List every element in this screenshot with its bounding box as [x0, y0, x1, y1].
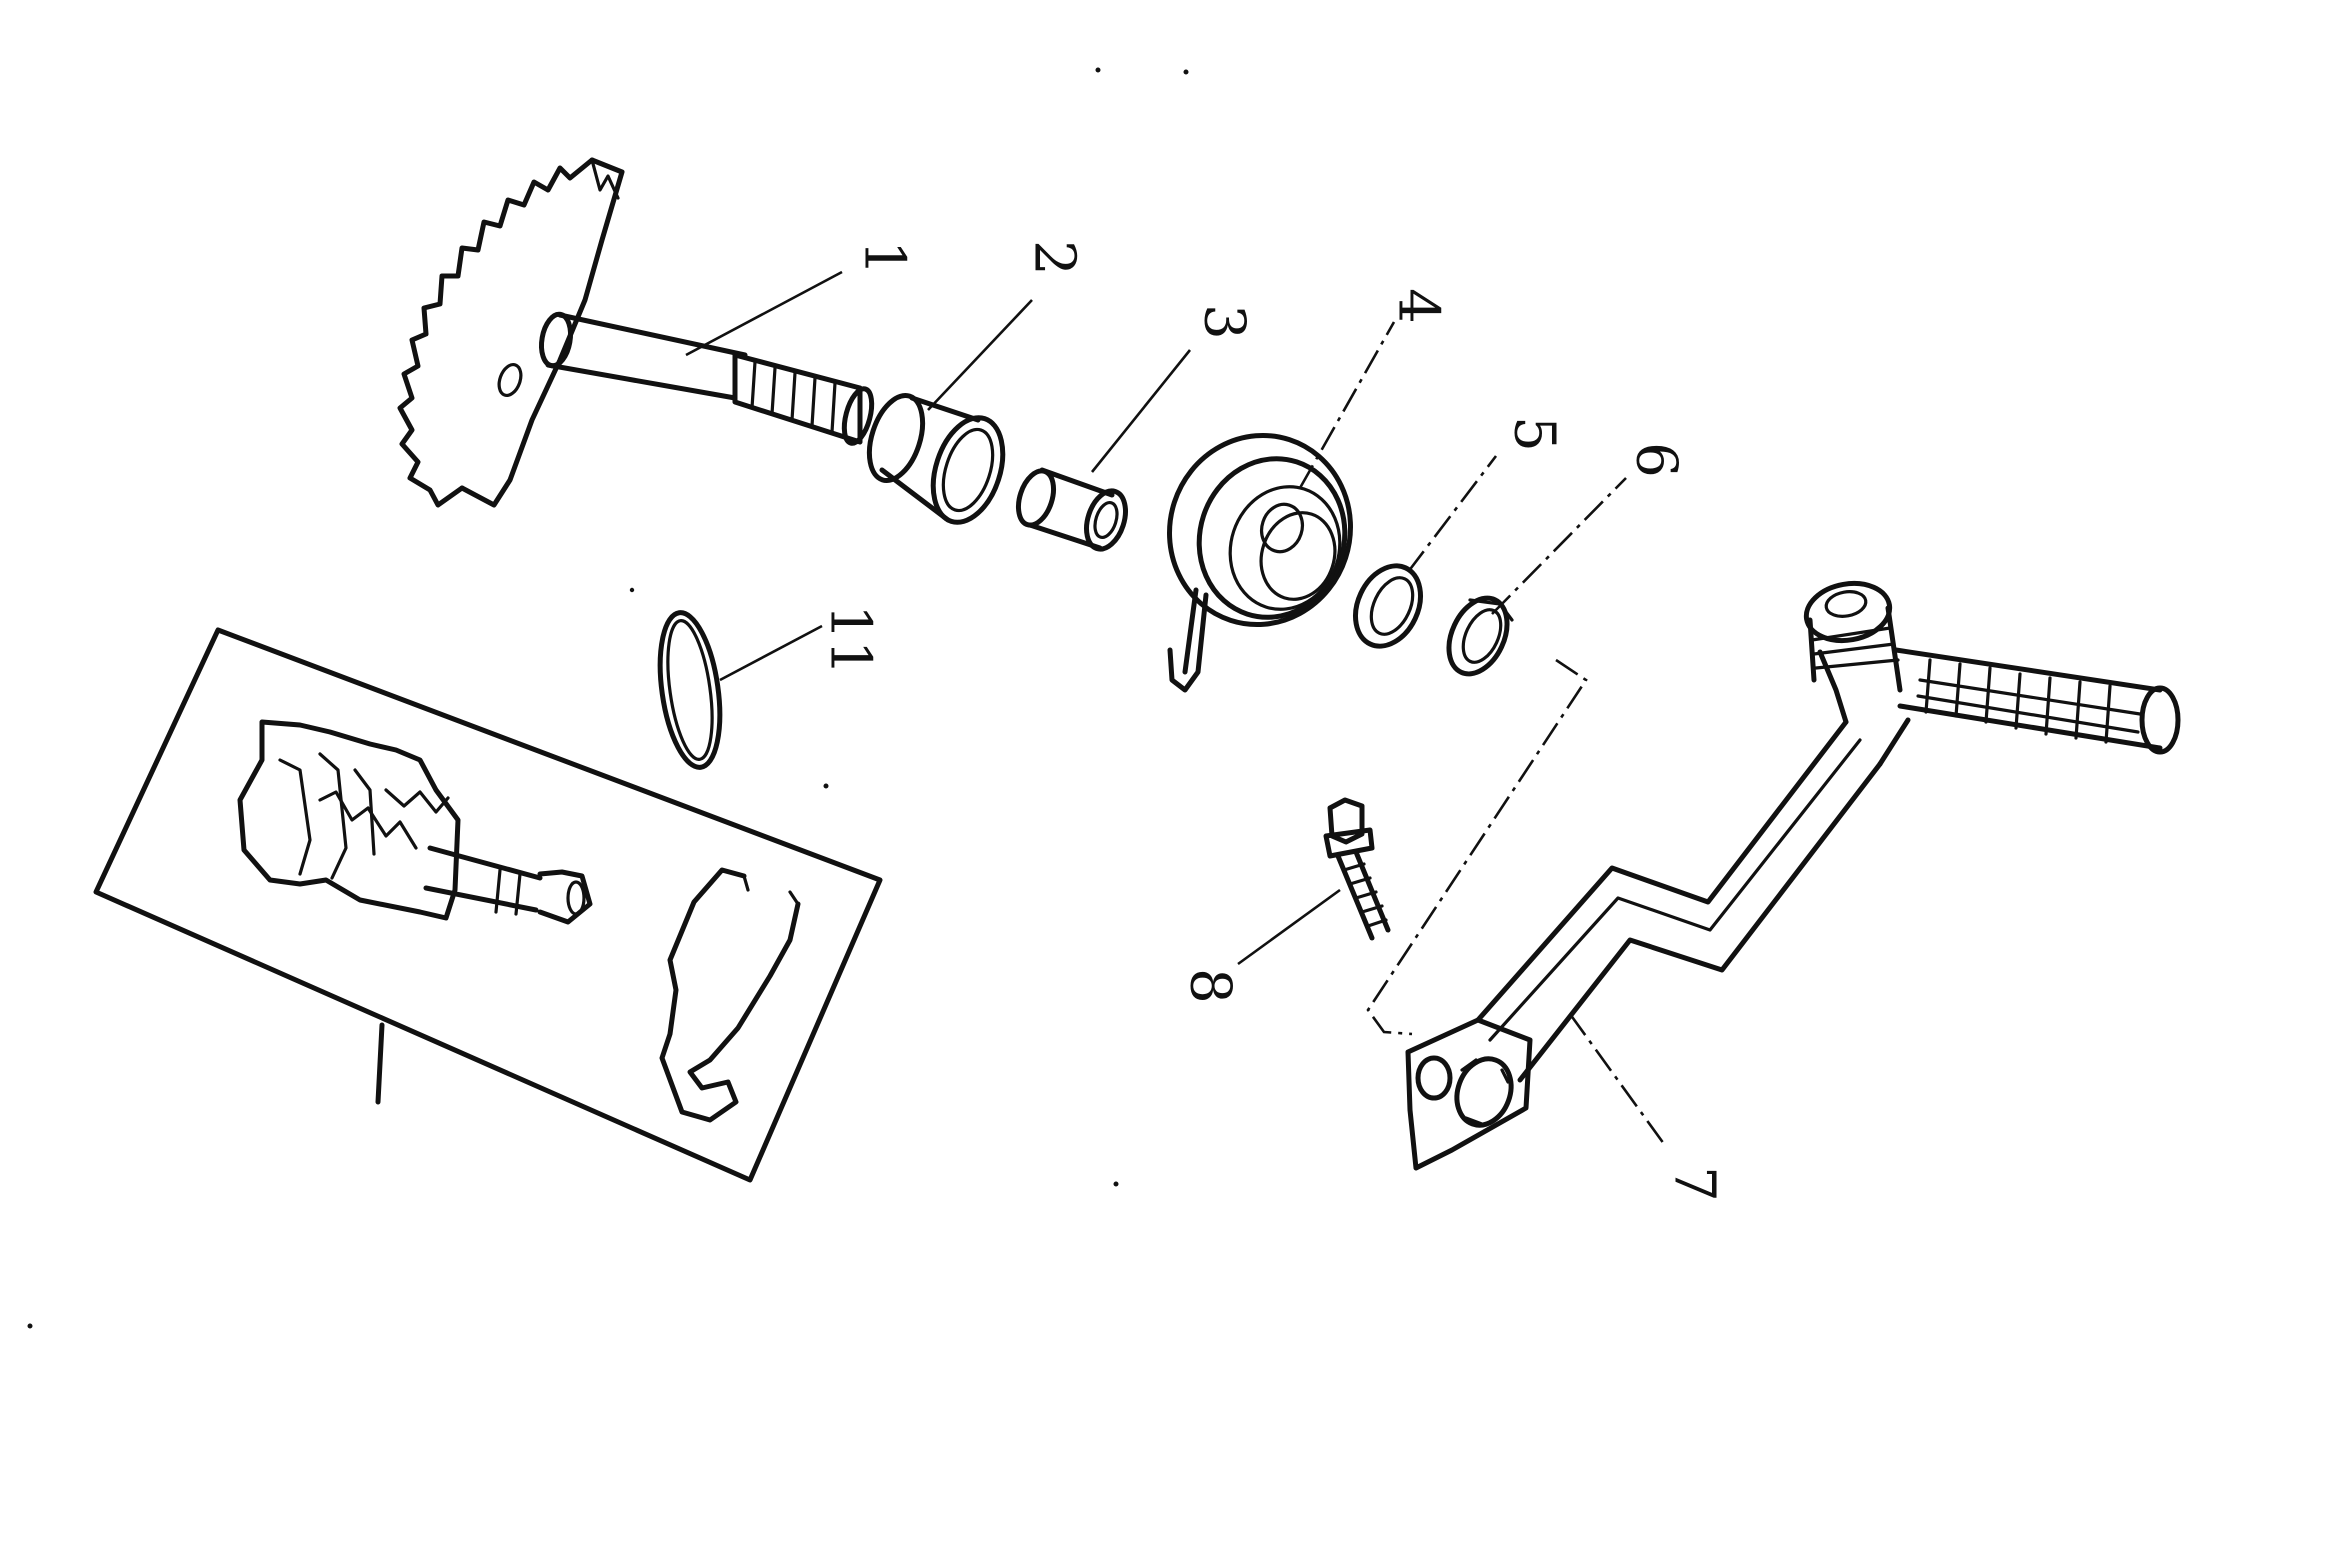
scan-specks [27, 67, 1189, 1329]
subassembly-box [93, 627, 883, 1183]
part-2-collar [866, 393, 1006, 525]
callout-labels: 1 2 3 4 5 6 7 8 11 [818, 240, 1727, 1202]
leader-lines [685, 270, 1666, 1145]
part-3-bushing [1015, 467, 1128, 552]
part-4-kick-spring [1167, 432, 1353, 693]
part-5-washer [1353, 563, 1423, 649]
callout-6: 6 [1624, 442, 1689, 478]
part-7-kick-arm [1405, 580, 2181, 1171]
callout-3: 3 [1192, 304, 1257, 340]
part-11-o-ring [657, 610, 723, 770]
part-1-kick-spindle-gear [397, 157, 875, 508]
callout-4: 4 [1386, 288, 1451, 324]
callout-11: 11 [818, 604, 883, 675]
callout-8: 8 [1178, 968, 1243, 1004]
callout-7: 7 [1662, 1166, 1727, 1202]
callout-1: 1 [852, 240, 917, 276]
part-6-circlip [1446, 595, 1514, 677]
callout-5: 5 [1502, 416, 1567, 452]
callout-2: 2 [1022, 240, 1087, 276]
part-8-bolt [1323, 797, 1391, 941]
